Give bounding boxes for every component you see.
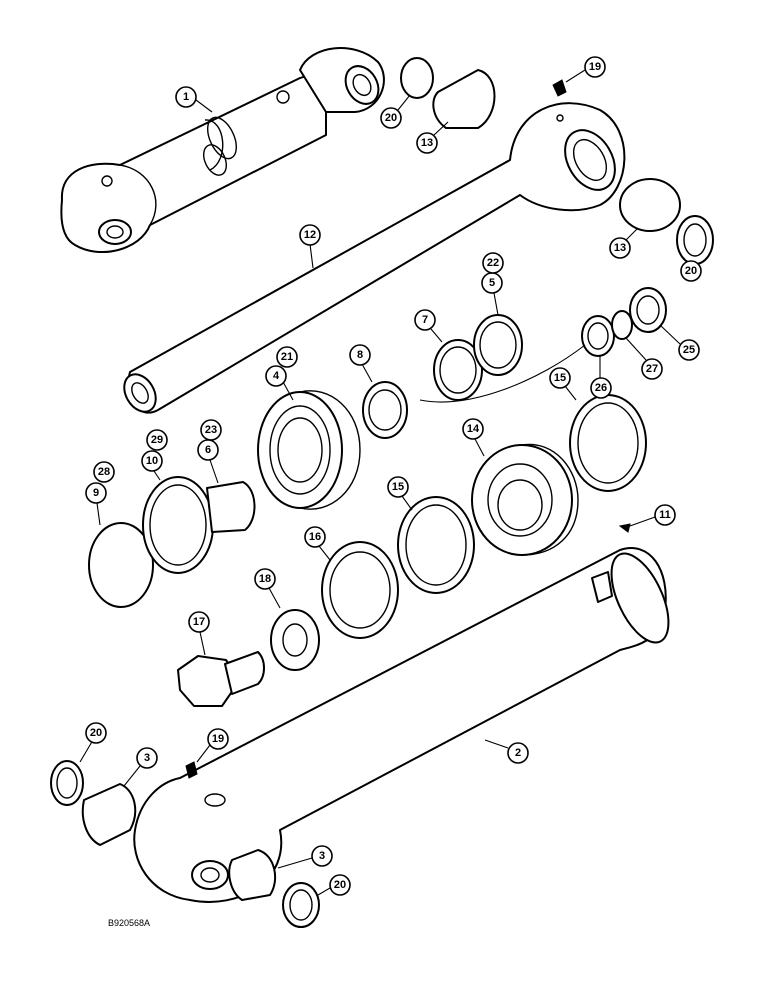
callout-14: 14 xyxy=(462,418,485,457)
callout-19-top: 19 xyxy=(565,56,606,83)
callout-3-left: 3 xyxy=(123,747,158,787)
figure-reference-code: B920568A xyxy=(108,918,151,928)
gland xyxy=(471,443,579,556)
svg-text:20: 20 xyxy=(685,265,697,277)
callout-18: 18 xyxy=(254,568,281,609)
callout-11: 11 xyxy=(629,504,676,527)
callout-29: 29 xyxy=(146,429,168,451)
callout-3-lower-right: 3 xyxy=(277,845,333,869)
callout-13-top: 13 xyxy=(416,121,449,154)
svg-text:26: 26 xyxy=(595,382,607,394)
callout-10: 10 xyxy=(141,450,163,481)
callout-4: 4 xyxy=(265,365,294,401)
callout-19-bottom: 19 xyxy=(196,728,229,763)
svg-text:8: 8 xyxy=(357,349,363,361)
callout-13-right: 13 xyxy=(609,227,639,259)
svg-text:11: 11 xyxy=(659,509,671,521)
callout-20-right: 20 xyxy=(680,260,702,282)
svg-text:9: 9 xyxy=(93,487,99,499)
callout-27: 27 xyxy=(625,337,663,380)
callout-7: 7 xyxy=(414,309,443,343)
callout-21: 21 xyxy=(276,346,298,368)
callout-20-top: 20 xyxy=(380,94,411,129)
callout-5: 5 xyxy=(481,272,503,316)
callout-6: 6 xyxy=(197,439,219,484)
svg-text:17: 17 xyxy=(193,616,205,628)
svg-text:13: 13 xyxy=(421,137,433,149)
callout-8: 8 xyxy=(349,344,373,383)
svg-text:3: 3 xyxy=(144,752,150,764)
callout-17: 17 xyxy=(188,611,210,656)
callout-15-right: 15 xyxy=(549,367,577,401)
callout-12: 12 xyxy=(299,224,321,269)
svg-text:20: 20 xyxy=(385,112,397,124)
svg-text:6: 6 xyxy=(205,444,211,456)
callout-22: 22 xyxy=(482,252,504,274)
svg-text:18: 18 xyxy=(259,573,271,585)
svg-text:28: 28 xyxy=(98,466,110,478)
svg-text:12: 12 xyxy=(304,229,316,241)
svg-text:5: 5 xyxy=(489,277,495,289)
callout-28: 28 xyxy=(93,461,115,483)
svg-text:20: 20 xyxy=(334,879,346,891)
svg-text:23: 23 xyxy=(205,424,217,436)
piston xyxy=(257,390,361,510)
seals-and-rings xyxy=(50,57,714,928)
callout-9: 9 xyxy=(85,482,107,526)
svg-text:21: 21 xyxy=(281,351,293,363)
svg-text:27: 27 xyxy=(646,363,658,375)
svg-text:29: 29 xyxy=(151,434,163,446)
svg-text:1: 1 xyxy=(183,91,189,103)
callout-1: 1 xyxy=(175,86,213,113)
callout-15-left: 15 xyxy=(387,476,413,511)
svg-text:25: 25 xyxy=(683,344,695,356)
svg-text:15: 15 xyxy=(392,481,404,493)
callout-2: 2 xyxy=(484,739,529,764)
svg-text:19: 19 xyxy=(212,733,224,745)
callout-20-bottom: 20 xyxy=(317,874,351,896)
svg-text:10: 10 xyxy=(146,455,158,467)
svg-text:19: 19 xyxy=(589,61,601,73)
callout-16: 16 xyxy=(304,526,331,561)
svg-text:22: 22 xyxy=(487,257,499,269)
svg-text:2: 2 xyxy=(515,747,521,759)
callout-23: 23 xyxy=(200,419,222,441)
cylinder-barrel xyxy=(133,547,670,903)
svg-text:14: 14 xyxy=(467,423,480,435)
svg-text:4: 4 xyxy=(273,370,280,382)
svg-text:20: 20 xyxy=(90,727,102,739)
piston-rod xyxy=(123,102,626,414)
callout-25: 25 xyxy=(659,324,700,361)
svg-text:7: 7 xyxy=(422,314,428,326)
svg-text:3: 3 xyxy=(319,850,325,862)
callout-20-left: 20 xyxy=(79,722,107,763)
svg-text:15: 15 xyxy=(554,372,566,384)
svg-text:16: 16 xyxy=(309,531,321,543)
assembled-cylinder xyxy=(60,47,385,254)
callout-26: 26 xyxy=(590,355,612,399)
svg-text:13: 13 xyxy=(614,242,626,254)
